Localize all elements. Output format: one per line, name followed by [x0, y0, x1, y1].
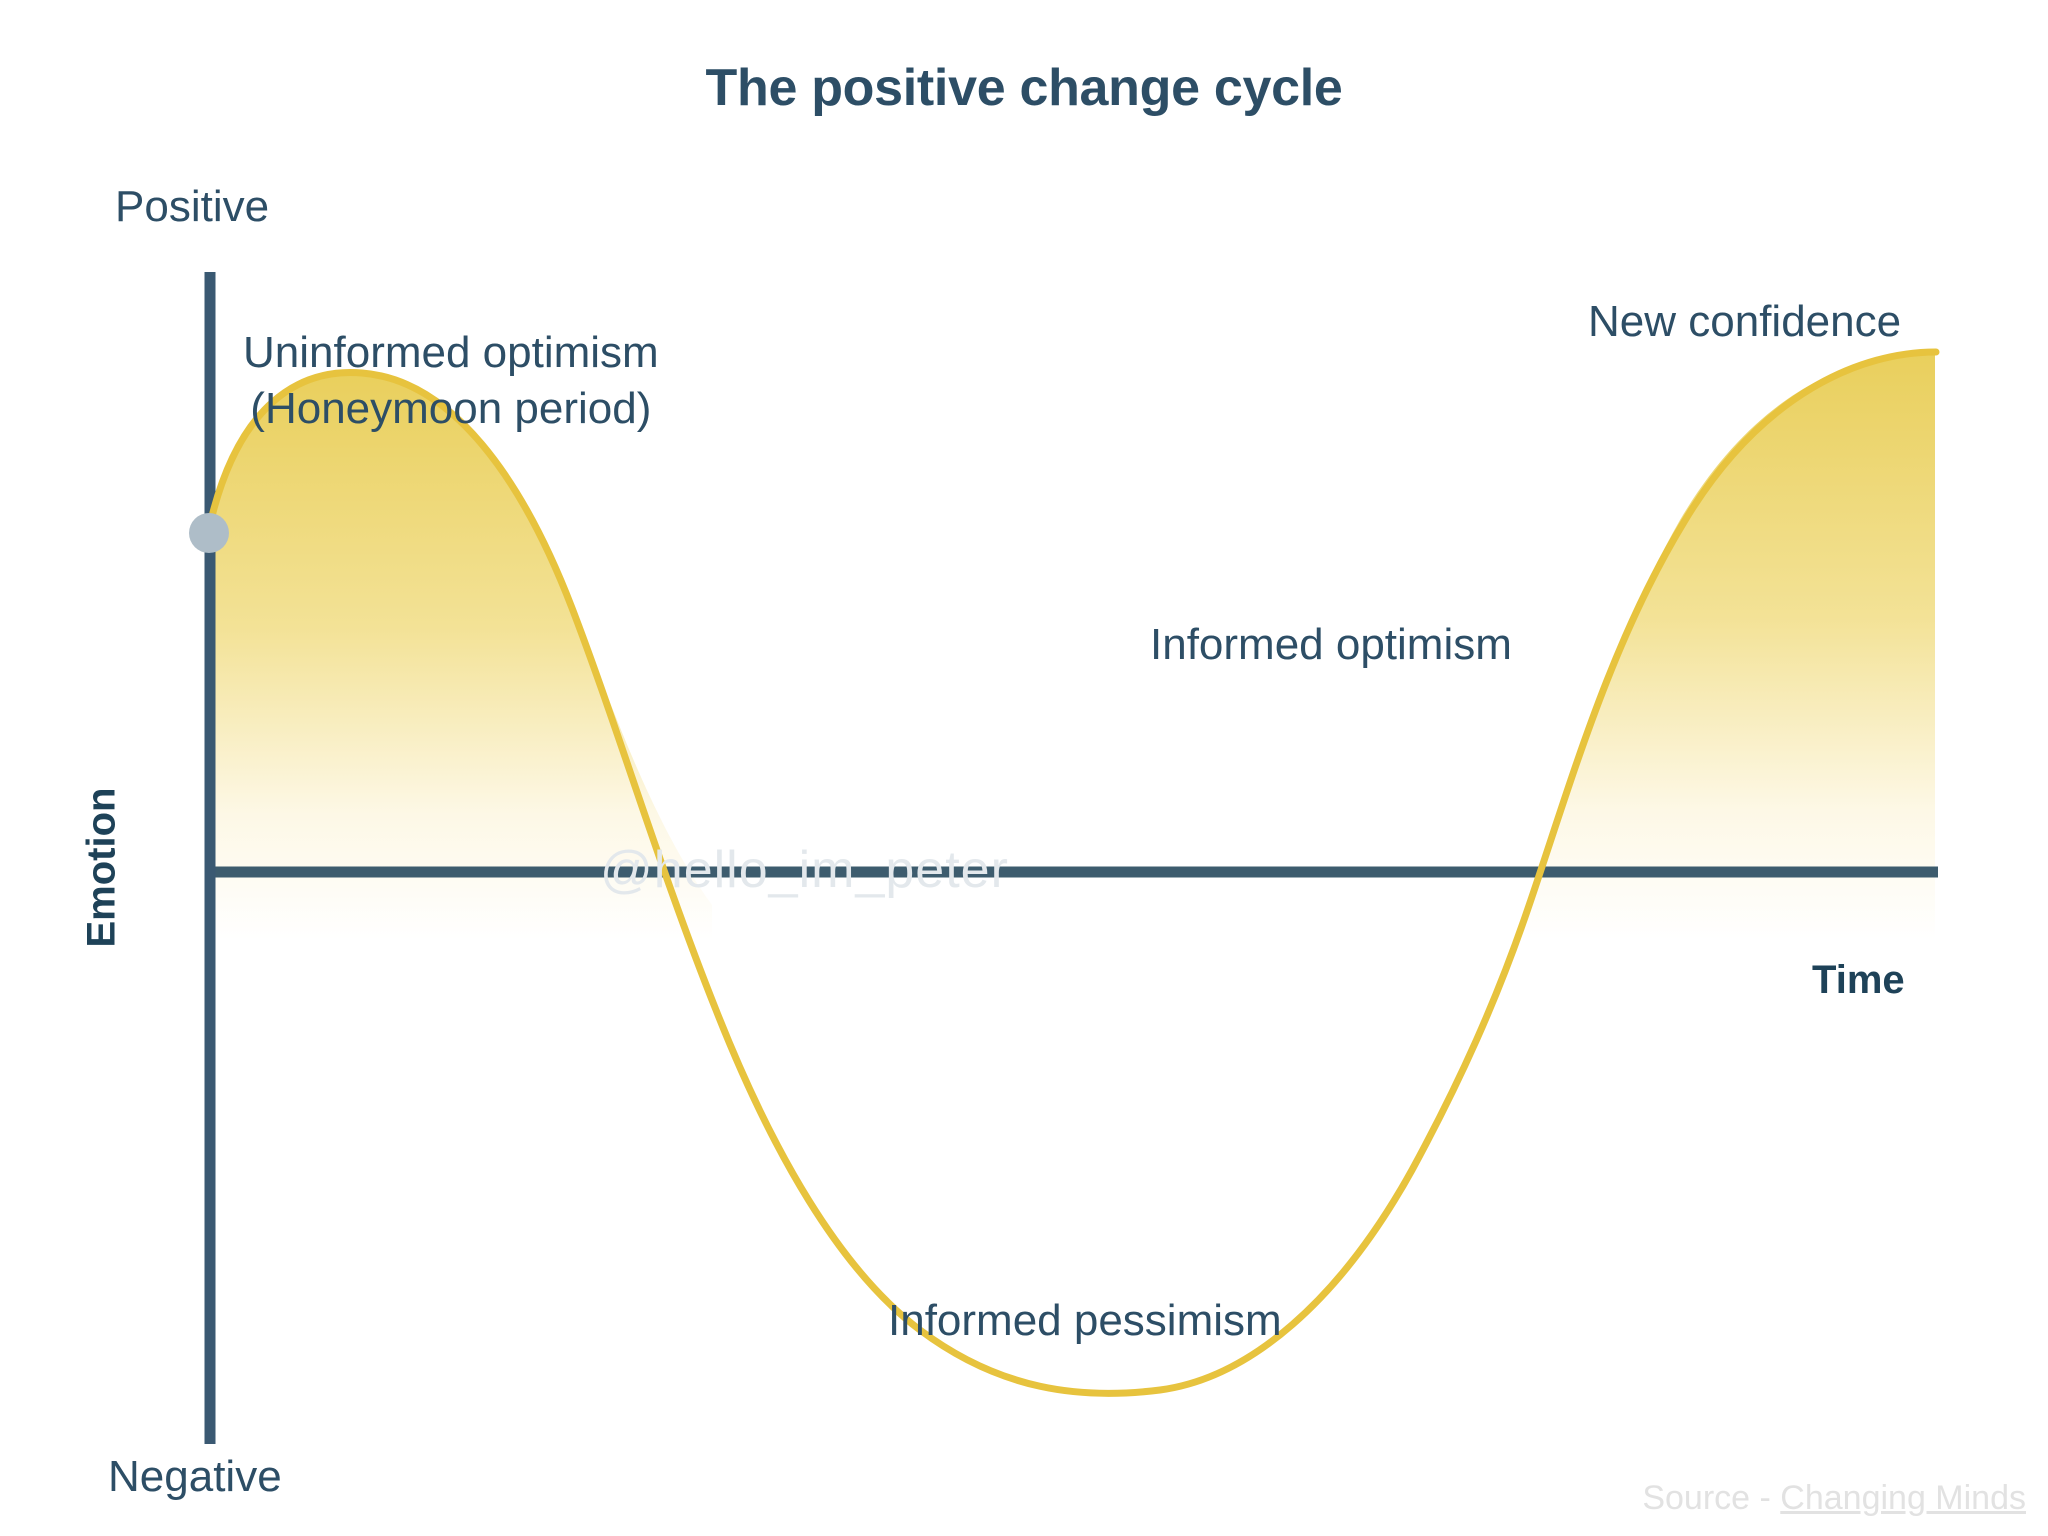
y-axis-positive-label: Positive — [115, 182, 270, 231]
area-fill-right — [1512, 352, 1935, 940]
annotation-uninformed-optimism-line2: (Honeymoon period) — [250, 384, 652, 434]
annotation-uninformed-optimism-line1: Uninformed optimism — [243, 328, 659, 377]
source-prefix: Source - — [1642, 1479, 1781, 1517]
page-title: The positive change cycle — [705, 59, 1343, 117]
y-axis-title: Emotion — [79, 787, 124, 948]
y-axis-negative-label: Negative — [108, 1452, 282, 1501]
x-axis-title: Time — [1812, 958, 1905, 1002]
annotation-uninformed-optimism: Uninformed optimism (Honeymoon period) — [243, 325, 659, 438]
area-fill-left — [208, 371, 712, 940]
source-link[interactable]: Changing Minds — [1780, 1479, 2026, 1517]
emotion-curve — [204, 348, 1940, 1397]
start-point-marker — [189, 513, 229, 553]
source-attribution: Source - Changing Minds — [1642, 1479, 2026, 1518]
annotation-new-confidence: New confidence — [1588, 297, 1902, 346]
annotation-informed-optimism: Informed optimism — [1150, 620, 1512, 669]
annotation-informed-pessimism: Informed pessimism — [888, 1296, 1282, 1345]
